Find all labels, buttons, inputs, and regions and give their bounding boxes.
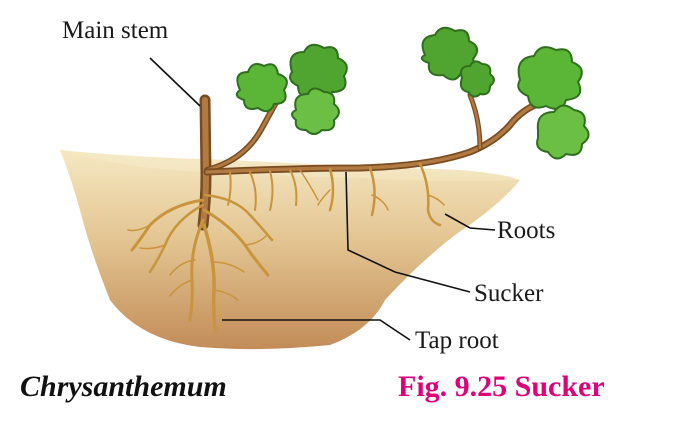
pointer-lines <box>149 57 496 341</box>
leaf <box>291 87 340 135</box>
main-roots <box>127 193 274 332</box>
main-stem-pointer <box>149 57 201 107</box>
sucker-pointer <box>345 171 471 293</box>
leaf <box>536 104 590 160</box>
leaves <box>235 26 590 160</box>
leaf <box>235 63 288 113</box>
sucker-label: Sucker <box>474 280 544 307</box>
plant-name: Chrysanthemum <box>20 370 227 403</box>
sucker-roots <box>227 162 445 227</box>
leaf <box>459 60 495 98</box>
leaf <box>289 43 348 101</box>
soil <box>60 150 520 350</box>
figure-caption: Fig. 9.25 Sucker <box>398 370 605 403</box>
roots-label: Roots <box>497 217 556 244</box>
leaf <box>517 46 583 110</box>
roots-pointer <box>444 213 496 231</box>
tap-root-pointer <box>222 319 411 341</box>
sucker-runner <box>203 92 539 176</box>
main-stem-label: Main stem <box>62 17 169 44</box>
main-stem <box>197 94 212 231</box>
tap-root-label: Tap root <box>415 327 499 354</box>
